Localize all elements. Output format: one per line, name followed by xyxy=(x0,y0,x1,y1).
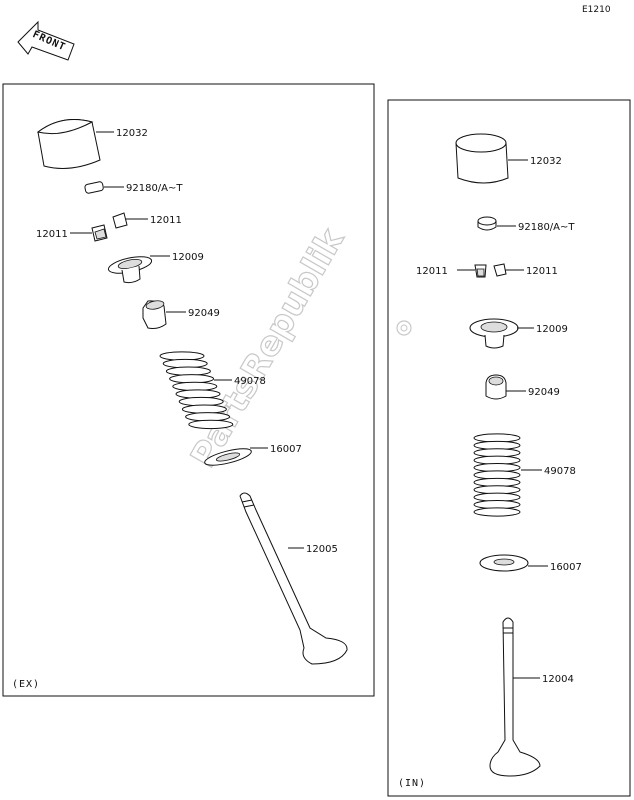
watermark-text: PartsRepublik xyxy=(183,221,352,475)
ex-seat-part xyxy=(204,448,252,466)
ex-cotter-left-label: 12011 xyxy=(36,229,68,240)
in-spring-part xyxy=(473,433,521,517)
spring-coil xyxy=(181,404,227,414)
spring-coil xyxy=(169,374,215,384)
spring-coil xyxy=(473,507,521,517)
ex-seal-part xyxy=(142,300,167,329)
in-seat-part xyxy=(479,554,529,572)
spring-coil xyxy=(162,358,208,369)
in-tappet-label: 12032 xyxy=(530,156,562,167)
ex-shim-label: 92180/A~T xyxy=(126,183,183,194)
in-panel: (IN) 12032 92180/A~T 12011 12011 xyxy=(387,99,631,797)
ex-panel: (EX) 12032 92180/A~T 12011 12011 xyxy=(2,83,375,697)
in-cotter-left-part xyxy=(474,264,487,278)
ex-valve-label: 12005 xyxy=(306,544,338,555)
ex-spring-label: 49078 xyxy=(234,376,266,387)
front-arrow-icon: FRONT xyxy=(17,20,75,61)
in-spring-label: 49078 xyxy=(544,466,576,477)
watermark: PartsRepublik xyxy=(183,220,412,475)
front-arrow-label: FRONT xyxy=(31,29,68,53)
in-retainer-part xyxy=(469,318,519,349)
in-tappet-part xyxy=(455,133,509,184)
ex-retainer-label: 12009 xyxy=(172,252,204,263)
in-panel-tag: (IN) xyxy=(398,778,426,789)
in-cotter-right-part xyxy=(493,263,507,277)
ex-seal-label: 92049 xyxy=(188,308,220,319)
ex-seat-label: 16007 xyxy=(270,444,302,455)
spring-coil xyxy=(175,389,221,399)
in-seat-label: 16007 xyxy=(550,562,582,573)
spring-coil xyxy=(172,381,218,392)
in-seal-label: 92049 xyxy=(528,387,560,398)
in-valve-part xyxy=(489,617,541,777)
gear-icon xyxy=(396,320,412,336)
ex-cotter-left-part xyxy=(91,224,108,242)
ex-spring-part xyxy=(159,351,234,430)
ex-panel-tag: (EX) xyxy=(12,679,40,690)
spring-coil xyxy=(159,351,205,361)
in-shim-part xyxy=(477,216,497,231)
ex-tappet-part xyxy=(36,119,101,169)
diagram-code: E1210 xyxy=(582,5,611,15)
in-cotter-left-label: 12011 xyxy=(416,266,448,277)
in-valve-label: 12004 xyxy=(542,674,574,685)
in-retainer-label: 12009 xyxy=(536,324,568,335)
ex-panel-frame xyxy=(2,83,375,697)
in-panel-frame xyxy=(387,99,631,797)
spring-coil xyxy=(165,366,211,376)
in-seal-part xyxy=(485,374,507,400)
ex-cotter-right-label: 12011 xyxy=(150,215,182,226)
ex-retainer-part xyxy=(107,256,153,284)
ex-tappet-label: 12032 xyxy=(116,128,148,139)
spring-coil xyxy=(178,396,224,407)
ex-valve-part xyxy=(239,492,348,665)
in-shim-label: 92180/A~T xyxy=(518,222,575,233)
in-cotter-right-label: 12011 xyxy=(526,266,558,277)
spring-coil xyxy=(188,419,234,430)
spring-coil xyxy=(185,412,231,422)
ex-cotter-right-part xyxy=(112,212,128,229)
ex-shim-part xyxy=(84,181,104,194)
